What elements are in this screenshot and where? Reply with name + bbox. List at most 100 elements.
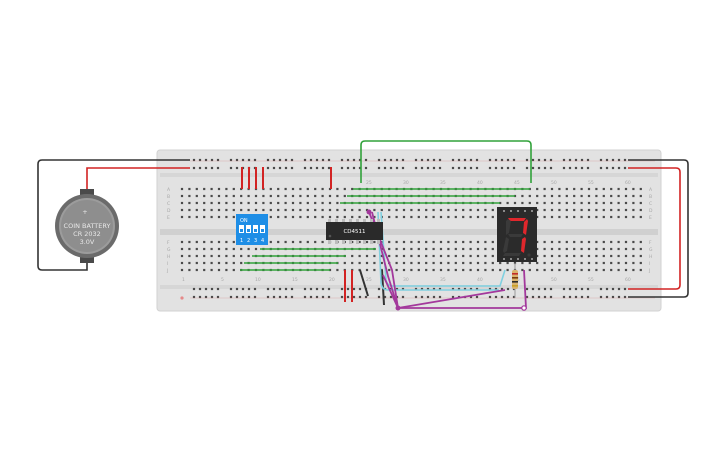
breadboard-hole[interactable] [605, 166, 609, 170]
breadboard-hole[interactable] [521, 194, 524, 198]
breadboard-hole[interactable] [389, 158, 393, 162]
breadboard-hole[interactable] [632, 194, 635, 198]
resistor[interactable] [512, 263, 518, 298]
breadboard-hole[interactable] [617, 194, 620, 198]
breadboard-hole[interactable] [188, 261, 191, 265]
breadboard-hole[interactable] [291, 208, 295, 212]
breadboard-hole[interactable] [536, 187, 539, 191]
breadboard-hole[interactable] [426, 295, 430, 299]
breadboard-hole[interactable] [476, 240, 480, 244]
breadboard-hole[interactable] [475, 158, 479, 162]
breadboard-hole[interactable] [358, 166, 362, 170]
breadboard-hole[interactable] [611, 166, 615, 170]
breadboard-hole[interactable] [309, 158, 313, 162]
breadboard-hole[interactable] [203, 254, 206, 258]
breadboard-hole[interactable] [573, 208, 576, 212]
breadboard-hole[interactable] [586, 158, 590, 162]
breadboard-hole[interactable] [639, 268, 642, 272]
breadboard-hole[interactable] [617, 268, 620, 272]
breadboard-hole[interactable] [402, 247, 406, 251]
breadboard-hole[interactable] [277, 208, 280, 212]
breadboard-hole[interactable] [388, 215, 391, 219]
breadboard-hole[interactable] [426, 158, 430, 162]
breadboard-hole[interactable] [568, 166, 572, 170]
breadboard-hole[interactable] [624, 201, 628, 205]
breadboard-hole[interactable] [188, 194, 191, 198]
breadboard-hole[interactable] [217, 261, 221, 265]
breadboard-hole[interactable] [180, 187, 184, 191]
breadboard-hole[interactable] [549, 166, 553, 170]
breadboard-hole[interactable] [610, 240, 613, 244]
breadboard-hole[interactable] [558, 268, 561, 272]
breadboard-hole[interactable] [451, 295, 455, 299]
breadboard-hole[interactable] [420, 166, 424, 170]
breadboard-hole[interactable] [327, 287, 331, 291]
breadboard-hole[interactable] [278, 287, 282, 291]
breadboard-hole[interactable] [454, 240, 457, 244]
breadboard-hole[interactable] [336, 268, 339, 272]
breadboard-hole[interactable] [210, 268, 213, 272]
breadboard-hole[interactable] [599, 287, 603, 291]
breadboard-hole[interactable] [210, 261, 213, 265]
breadboard-hole[interactable] [192, 295, 196, 299]
breadboard-hole[interactable] [210, 187, 213, 191]
breadboard-hole[interactable] [247, 158, 251, 162]
breadboard-hole[interactable] [383, 166, 387, 170]
breadboard-hole[interactable] [229, 166, 233, 170]
breadboard-hole[interactable] [395, 240, 398, 244]
breadboard-hole[interactable] [277, 215, 280, 219]
breadboard[interactable] [156, 149, 662, 312]
breadboard-hole[interactable] [395, 254, 398, 258]
breadboard-hole[interactable] [195, 194, 198, 198]
breadboard-hole[interactable] [463, 287, 467, 291]
breadboard-hole[interactable] [225, 247, 228, 251]
breadboard-hole[interactable] [425, 208, 428, 212]
breadboard-hole[interactable] [203, 194, 206, 198]
breadboard-hole[interactable] [602, 187, 605, 191]
breadboard-hole[interactable] [204, 166, 208, 170]
breadboard-hole[interactable] [543, 240, 546, 244]
breadboard-hole[interactable] [550, 215, 554, 219]
breadboard-hole[interactable] [225, 201, 228, 205]
breadboard-hole[interactable] [506, 261, 509, 265]
breadboard-hole[interactable] [291, 215, 295, 219]
breadboard-hole[interactable] [195, 187, 198, 191]
breadboard-hole[interactable] [580, 287, 584, 291]
breadboard-hole[interactable] [610, 187, 613, 191]
breadboard-hole[interactable] [380, 254, 383, 258]
breadboard-hole[interactable] [321, 295, 325, 299]
breadboard-hole[interactable] [605, 287, 609, 291]
breadboard-hole[interactable] [580, 158, 584, 162]
breadboard-hole[interactable] [602, 194, 605, 198]
breadboard-hole[interactable] [565, 261, 568, 265]
breadboard-hole[interactable] [537, 166, 541, 170]
breadboard-hole[interactable] [180, 261, 184, 265]
breadboard-hole[interactable] [188, 215, 191, 219]
breadboard-hole[interactable] [410, 215, 413, 219]
breadboard-hole[interactable] [632, 187, 635, 191]
breadboard-hole[interactable] [377, 166, 381, 170]
breadboard-hole[interactable] [469, 166, 473, 170]
breadboard-hole[interactable] [306, 187, 309, 191]
breadboard-hole[interactable] [506, 268, 509, 272]
breadboard-hole[interactable] [306, 208, 309, 212]
breadboard-hole[interactable] [240, 201, 243, 205]
breadboard-hole[interactable] [240, 247, 243, 251]
breadboard-hole[interactable] [277, 201, 280, 205]
breadboard-hole[interactable] [587, 268, 591, 272]
breadboard-hole[interactable] [417, 261, 420, 265]
breadboard-hole[interactable] [284, 215, 287, 219]
breadboard-hole[interactable] [462, 240, 465, 244]
breadboard-hole[interactable] [262, 208, 265, 212]
breadboard-hole[interactable] [562, 295, 566, 299]
breadboard-hole[interactable] [558, 240, 561, 244]
breadboard-hole[interactable] [536, 201, 539, 205]
breadboard-hole[interactable] [266, 295, 270, 299]
breadboard-hole[interactable] [180, 268, 184, 272]
breadboard-hole[interactable] [617, 158, 621, 162]
breadboard-hole[interactable] [632, 254, 635, 258]
breadboard-hole[interactable] [469, 261, 472, 265]
breadboard-hole[interactable] [438, 158, 442, 162]
breadboard-hole[interactable] [447, 208, 450, 212]
breadboard-hole[interactable] [484, 254, 487, 258]
